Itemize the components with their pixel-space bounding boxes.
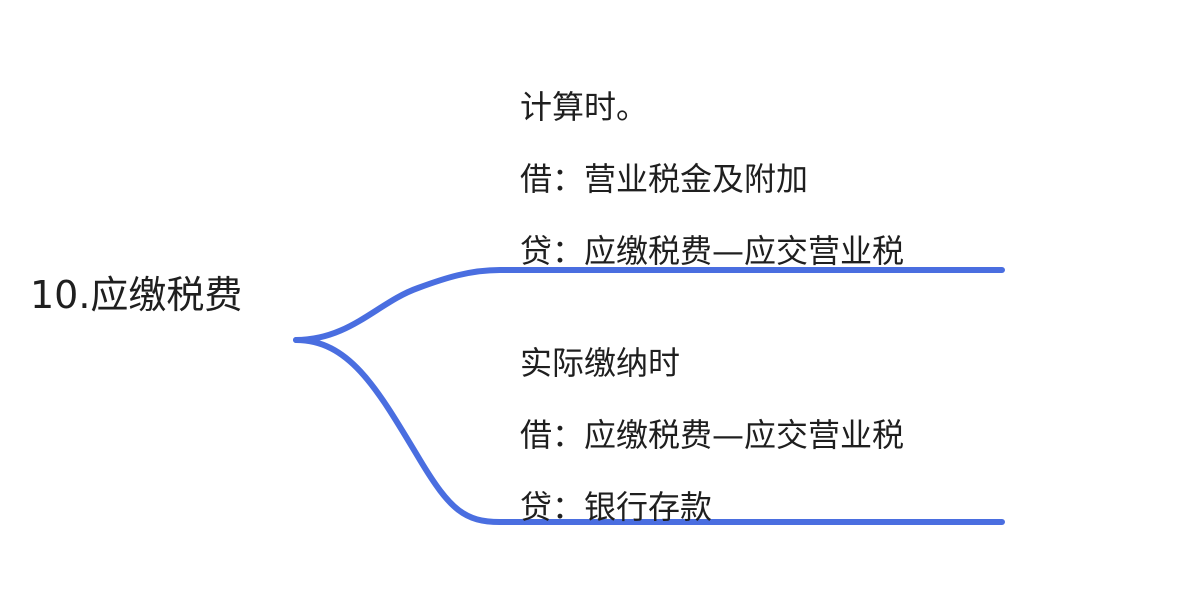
connector-upper-branch xyxy=(293,267,1005,343)
branch-lower: 实际缴纳时 借：应缴税费—应交营业税 贷：银行存款 xyxy=(520,344,905,526)
branch-upper: 计算时。 借：营业税金及附加 贷：应缴税费—应交营业税 xyxy=(520,88,905,270)
branch-upper-heading: 计算时。 xyxy=(520,88,649,126)
branch-upper-debit-entry: 借：营业税金及附加 xyxy=(520,160,809,198)
branch-lower-heading: 实际缴纳时 xyxy=(520,344,681,382)
branch-lower-credit-entry: 贷：银行存款 xyxy=(520,488,713,526)
root-topic: 10.应缴税费 xyxy=(30,273,243,317)
connector-lower-branch xyxy=(293,337,1005,525)
branch-lower-debit-entry: 借：应缴税费—应交营业税 xyxy=(520,416,905,454)
branch-upper-credit-entry: 贷：应缴税费—应交营业税 xyxy=(520,232,905,270)
